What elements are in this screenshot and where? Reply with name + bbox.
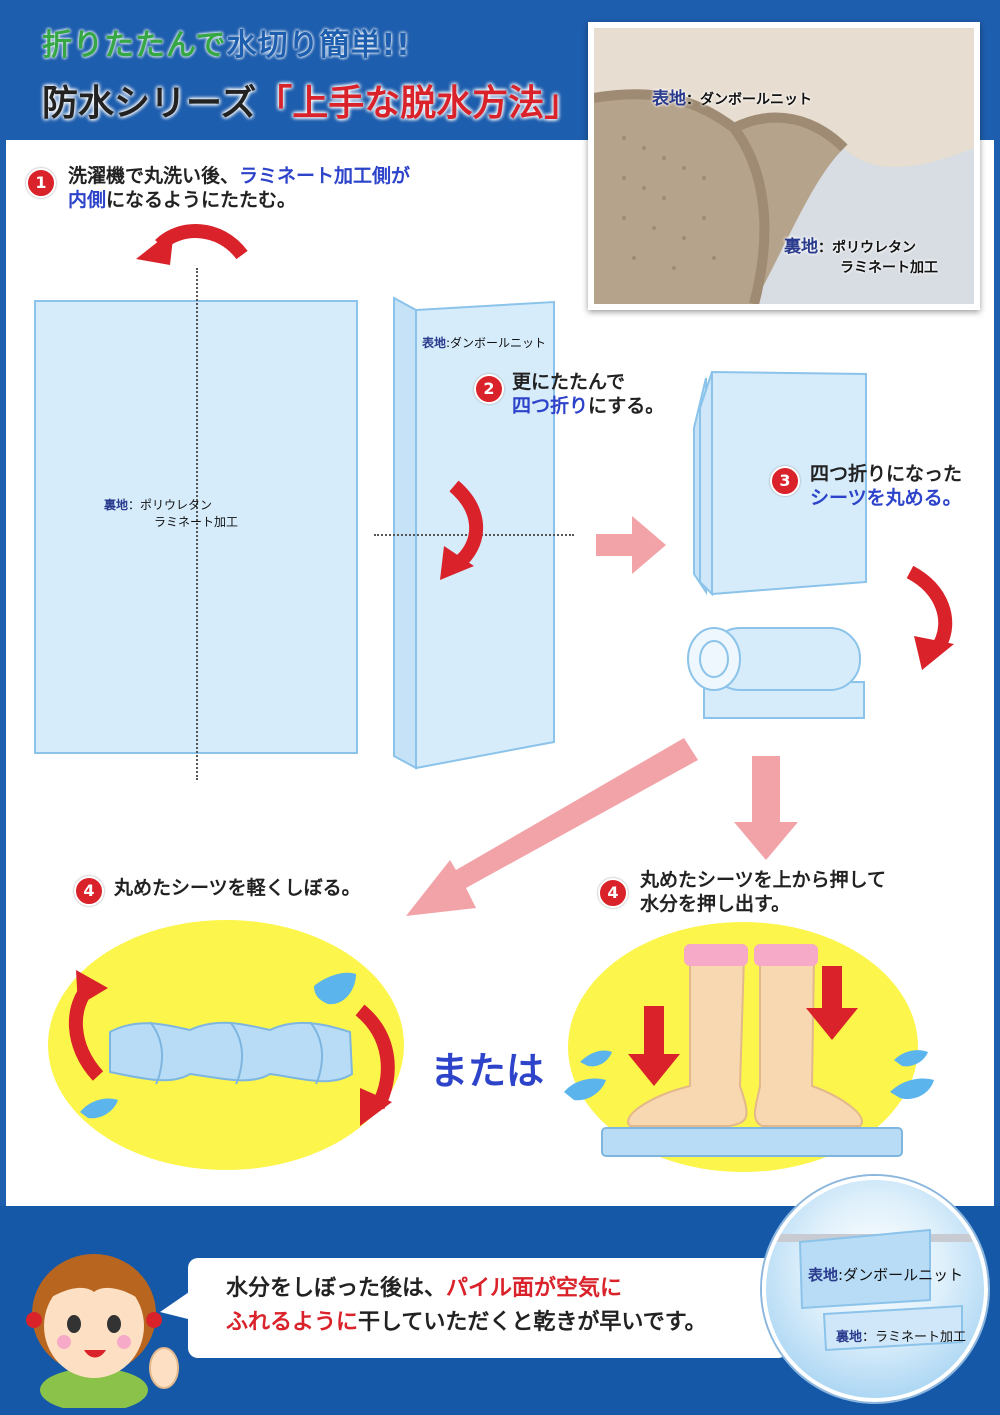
tip-speech-bubble: 水分をしぼった後は、パイル面が空気に ふれるように干していただくと乾きが早いです…	[188, 1258, 788, 1358]
page-title: 防水シリーズ「上手な脱水方法」	[42, 74, 580, 126]
photo-bottom-label: 裏地：ポリウレタン ラミネート加工	[784, 232, 938, 277]
photo-bottom-key: 裏地	[784, 237, 818, 257]
diagonal-arrow-icon	[406, 738, 698, 916]
photo-top-label: 表地：ダンボールニット	[652, 84, 812, 109]
drying-bottom-label: 裏地：ラミネート加工	[836, 1330, 967, 1345]
photo-bottom-val1: ：ポリウレタン	[818, 240, 916, 256]
sheet2-label: 表地:ダンボールニット	[422, 336, 547, 350]
twisted-sheet-illustration	[68, 970, 395, 1126]
title-method: 「上手な脱水方法」	[256, 83, 581, 124]
step4a-text: 丸めたシーツを軽くしぼる。	[114, 877, 361, 899]
feet-press-illustration	[564, 944, 934, 1157]
fabric-photo: 表地：ダンボールニット 裏地：ポリウレタン ラミネート加工	[588, 22, 980, 310]
fold-left-arrow-icon	[136, 224, 248, 265]
roll-arrow-icon	[906, 566, 954, 670]
header-line1: 折りたたんで水切り簡単!!	[42, 20, 411, 64]
next-step-arrow-icon	[596, 516, 666, 574]
drying-illustration	[766, 1228, 984, 1352]
step3-number: 3	[770, 466, 800, 496]
photo-top-key: 表地	[652, 89, 686, 109]
girl-avatar	[26, 1254, 179, 1408]
fold-line-vertical	[196, 268, 198, 780]
step3-text: 四つ折りになった シーツを丸める。	[810, 463, 963, 509]
step4b-text: 丸めたシーツを上から押して 水分を押し出す。	[640, 869, 887, 915]
photo-bottom-val2: ラミネート加工	[840, 260, 938, 276]
header-line1-blue: 水切り簡単!!	[226, 28, 411, 63]
fabric-photo-image: 表地：ダンボールニット 裏地：ポリウレタン ラミネート加工	[594, 28, 974, 304]
step1-text: 洗濯機で丸洗い後、ラミネート加工側が 内側になるようにたたむ。	[68, 165, 411, 211]
drying-photo: 表地:ダンボールニット 裏地：ラミネート加工	[762, 1176, 988, 1402]
rolled-sheet	[687, 627, 865, 719]
step1-number: 1	[26, 168, 56, 198]
header-line1-green: 折りたたんで	[42, 28, 227, 63]
or-text: または	[430, 1049, 545, 1093]
title-series: 防水シリーズ	[42, 83, 257, 124]
sheet1-label: 裏地：ポリウレタン ラミネート加工	[104, 498, 239, 529]
tip-text: 水分をしぼった後は、パイル面が空気に ふれるように干していただくと乾きが早いです…	[226, 1276, 707, 1335]
step4a-number: 4	[74, 876, 104, 906]
photo-top-val: ：ダンボールニット	[686, 92, 812, 108]
fold-down-arrow-icon	[440, 480, 483, 580]
step2-number: 2	[474, 374, 504, 404]
speech-bubble-tail	[160, 1290, 192, 1320]
drying-top-label: 表地:ダンボールニット	[808, 1266, 964, 1284]
fabric-illustration	[594, 28, 974, 304]
step2-text: 更にたたんで 四つ折りにする。	[512, 371, 665, 417]
down-arrow-icon	[734, 756, 798, 860]
step4b-number: 4	[598, 878, 628, 908]
